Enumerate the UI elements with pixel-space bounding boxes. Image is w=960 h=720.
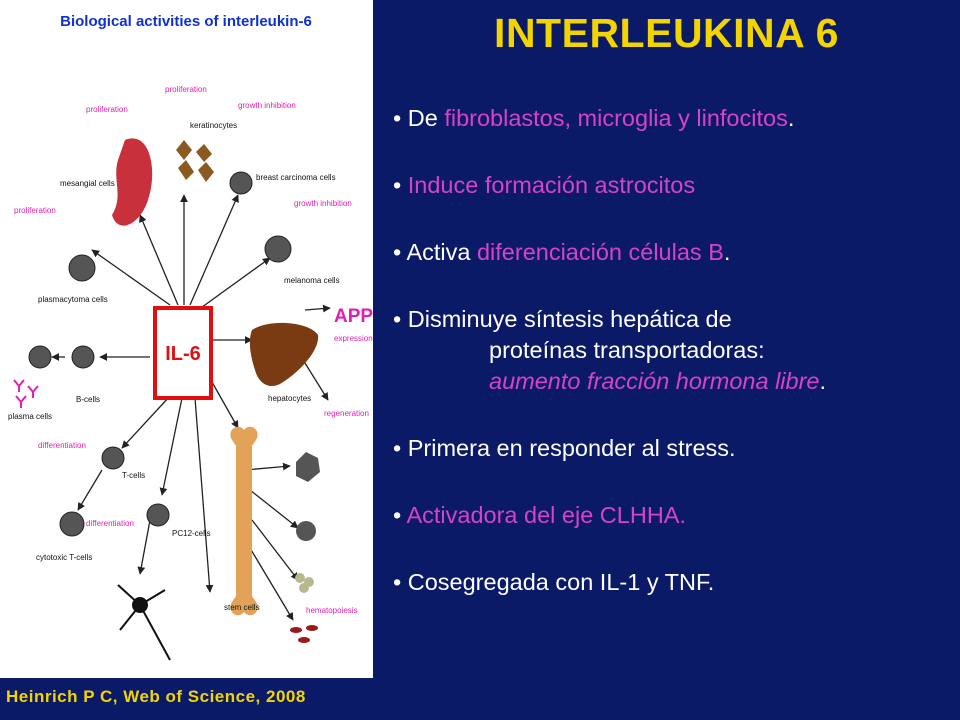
label-proliferation-left: proliferation [14, 206, 56, 215]
source-credit: Heinrich P C, Web of Science, 2008 [6, 687, 306, 706]
bullet-text: . [787, 105, 795, 131]
diagram-arrows [51, 194, 331, 621]
il6-center-box [153, 306, 213, 400]
bullet-item-6: • Activadora del eje CLHHA. [393, 500, 958, 531]
label-differentiation-2: differentiation [86, 519, 134, 528]
t-cell-icon [101, 446, 125, 470]
pc12-cell-icon [146, 503, 170, 527]
bullet-item-3: • Activa diferenciación células B. [393, 237, 958, 268]
label-regeneration: regeneration [324, 409, 369, 418]
bullet-item-7: • Cosegregada con IL-1 y TNF. [393, 567, 958, 598]
label-breast-carcinoma-cells: breast carcinoma cells [256, 173, 336, 182]
label-hepatocytes: hepatocytes [268, 394, 311, 403]
bullet-text: . [723, 239, 731, 265]
antibody-icon [13, 379, 39, 408]
label-b-cells: B-cells [76, 395, 100, 404]
label-keratinocytes: keratinocytes [190, 121, 237, 130]
bullet-text: • [393, 172, 408, 198]
bullet-highlight: fibroblastos, microglia y linfocitos [444, 105, 788, 131]
label-growth-inhibition-2: growth inhibition [294, 199, 352, 208]
bullet-item-1: • De fibroblastos, microglia y linfocito… [393, 103, 958, 134]
label-proliferation-left-top: proliferation [86, 105, 128, 114]
breast-carcinoma-cell-icon [229, 171, 253, 195]
bullet-text: . [819, 368, 827, 394]
il6-center-label: IL-6 [165, 343, 201, 365]
label-cytotoxic-t-cells: cytotoxic T-cells [36, 553, 92, 562]
cell-icons [28, 171, 292, 537]
bullet-text: • [393, 502, 407, 528]
melanoma-cell-icon [264, 235, 292, 263]
bullet-text: • Cosegregada con IL-1 y TNF. [393, 569, 715, 595]
label-t-cells: T-cells [122, 471, 145, 480]
bullet-text: • De [393, 105, 445, 131]
plasmacytoma-cell-icon [68, 254, 96, 282]
macrophage-icon [296, 452, 320, 482]
label-app: APP [334, 306, 373, 327]
blood-cell-icon [296, 521, 316, 541]
bullet-highlight: diferenciación células B [476, 239, 724, 265]
bullet-highlight: Induce formación astrocitos [407, 172, 696, 198]
red-blood-cell-icon [290, 625, 318, 643]
label-plasma-cells: plasma cells [8, 412, 52, 421]
keratinocyte-icon [176, 140, 214, 182]
neuron-icon [117, 584, 171, 661]
bullet-text: • Disminuye síntesis hepática de [393, 306, 732, 332]
figure-title: Biological activities of interleukin-6 [60, 13, 312, 30]
kidney-icon [112, 138, 153, 226]
bullet-item-4: • Disminuye síntesis hepática de proteína… [393, 304, 958, 397]
bullet-item-5: • Primera en responder al stress. [393, 433, 958, 464]
label-mesangial-cells: mesangial cells [60, 179, 115, 188]
label-expression: expression [334, 334, 373, 343]
bullet-highlight: Activadora del eje CLHHA. [406, 502, 686, 528]
label-growth-inhibition-1: growth inhibition [238, 101, 296, 110]
cytotoxic-t-cell-icon [59, 511, 85, 537]
label-melanoma-cells: melanoma cells [284, 276, 340, 285]
bullet-text: • Activa [393, 239, 477, 265]
label-hematopoiesis: hematopoiesis [306, 606, 358, 615]
bullet-highlight: aumento fracción hormona libre [489, 368, 820, 394]
bullet-list: • De fibroblastos, microglia y linfocito… [393, 103, 958, 634]
il6-diagram-svg: Biological activities of interleukin-6 I… [8, 13, 373, 661]
bullet-text: • Primera en responder al stress. [393, 435, 736, 461]
plasma-cell-icon [28, 345, 52, 369]
bullet-text: : [758, 337, 765, 363]
label-plasmacytoma-cells: plasmacytoma cells [38, 295, 108, 304]
platelet-icon [295, 573, 314, 593]
bone-icon [230, 426, 258, 616]
label-pc12-cells: PC12-cells [172, 529, 211, 538]
label-differentiation-1: differentiation [38, 441, 86, 450]
liver-icon [249, 322, 319, 387]
label-stem-cells: stem cells [224, 603, 260, 612]
il6-diagram: Biological activities of interleukin-6 I… [0, 0, 373, 678]
bullet-text: proteínas transportadoras [489, 337, 759, 363]
label-proliferation-top: proliferation [165, 85, 207, 94]
b-cell-icon [71, 345, 95, 369]
bullet-item-2: • Induce formación astrocitos [393, 170, 958, 201]
slide-title: INTERLEUKINA 6 [494, 10, 839, 56]
